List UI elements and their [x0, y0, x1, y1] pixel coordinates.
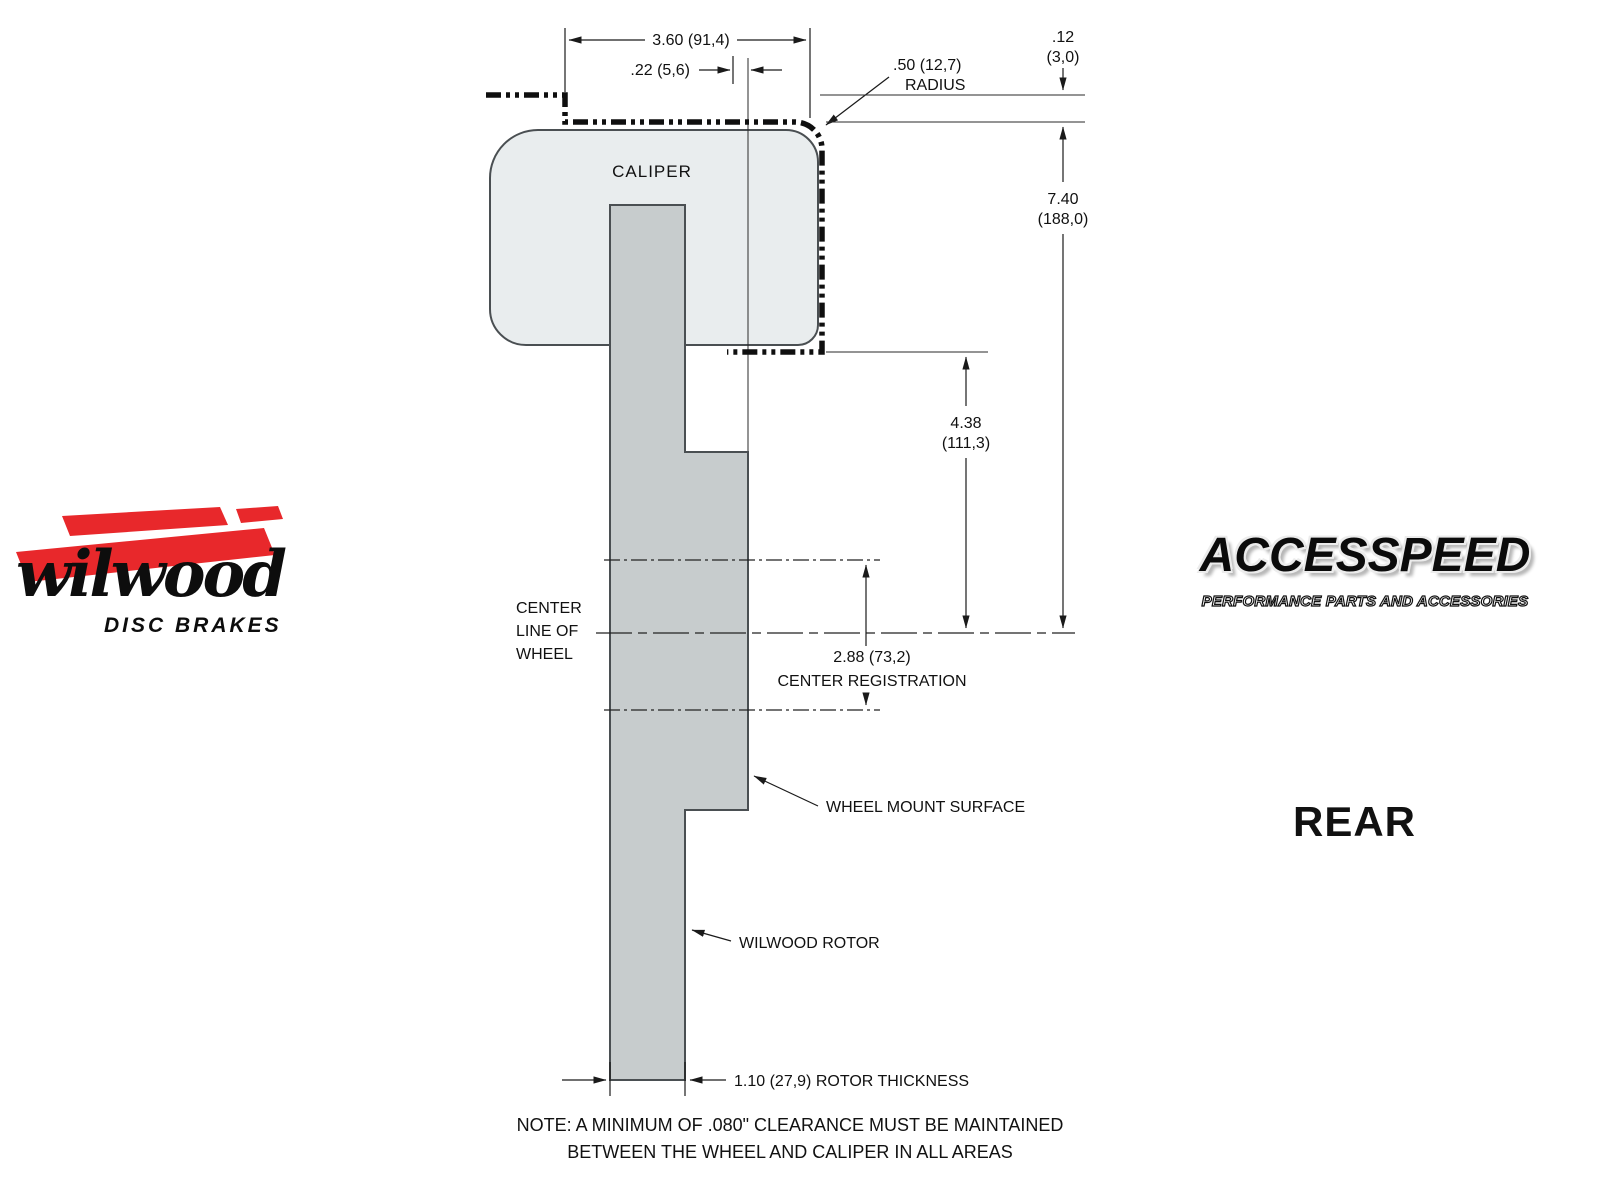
accesspeed-tagline: PERFORMANCE PARTS AND ACCESSORIES — [1201, 592, 1529, 610]
wilwood-brush-strokes-icon — [16, 506, 283, 582]
centerline-label-3: WHEEL — [516, 646, 573, 663]
wilwood-rotor-label: WILWOOD ROTOR — [739, 935, 880, 952]
wilwood-logo: wilwood DISC BRAKES — [12, 506, 322, 646]
radius-leader-line — [825, 76, 890, 126]
wilwood-logo-art: wilwood DISC BRAKES — [16, 506, 289, 637]
wilwood-rotor-leader — [691, 929, 732, 942]
view-label: REAR — [1293, 798, 1417, 845]
rotor-shape — [609, 204, 749, 1081]
dim-mount-depth-value: 4.38 — [950, 415, 981, 432]
dim-radius-word: RADIUS — [905, 77, 965, 94]
dim-center-registration-value: 2.88 (73,2) — [833, 649, 910, 666]
centerline-label-2: LINE OF — [516, 623, 578, 640]
note-line-2: BETWEEN THE WHEEL AND CALIPER IN ALL ARE… — [567, 1142, 1012, 1162]
wilwood-tagline: DISC BRAKES — [104, 614, 282, 637]
accesspeed-wordmark: ACCESSPEED — [1199, 529, 1531, 582]
wheel-mount-surface-label: WHEEL MOUNT SURFACE — [826, 799, 1025, 816]
wheel-profile-dashed-line — [486, 92, 825, 355]
note-line-1: NOTE: A MINIMUM OF .080" CLEARANCE MUST … — [517, 1115, 1064, 1135]
caliper-label: CALIPER — [612, 162, 692, 181]
dim-overall-height-mm: (188,0) — [1038, 211, 1089, 228]
wilwood-wordmark: wilwood — [16, 537, 286, 612]
dim-overall-height-value: 7.40 — [1047, 191, 1078, 208]
accesspeed-logo: ACCESSPEED PERFORMANCE PARTS AND ACCESSO… — [1190, 528, 1540, 611]
wheel-mount-surface-leader — [753, 775, 819, 807]
dim-clearance-value: .12 — [1052, 29, 1074, 46]
dim-caliper-offset: .22 (5,6) — [630, 62, 690, 79]
dim-clearance-mm: (3,0) — [1047, 49, 1080, 66]
dim-caliper-width: 3.60 (91,4) — [652, 32, 729, 49]
dim-center-registration-label: CENTER REGISTRATION — [777, 673, 966, 690]
dim-rotor-thickness: 1.10 (27,9) ROTOR THICKNESS — [734, 1073, 969, 1090]
dim-mount-depth-mm: (111,3) — [942, 435, 990, 452]
centerline-label-1: CENTER — [516, 600, 582, 617]
dim-radius-value: .50 (12,7) — [893, 57, 961, 74]
